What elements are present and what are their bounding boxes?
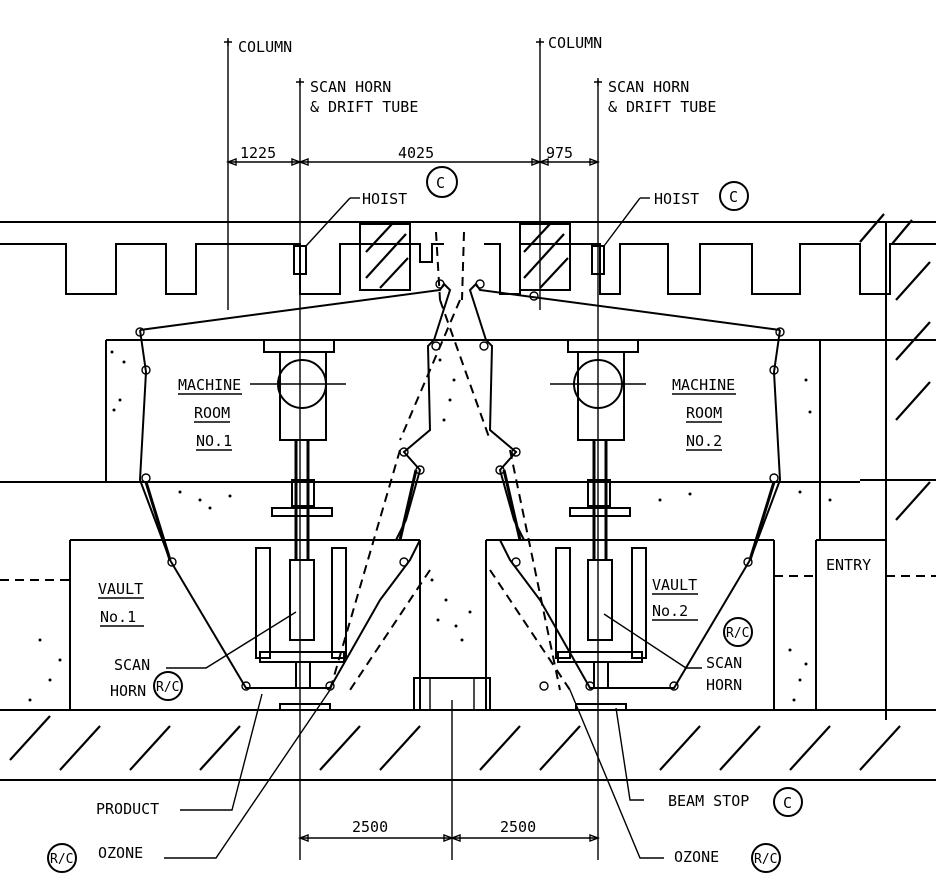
scan-horn-label-left-1: SCAN HORN: [310, 78, 391, 96]
right-hoist: [591, 197, 650, 275]
floor-slab: [0, 709, 936, 781]
column-label-left: COLUMN: [238, 38, 292, 56]
machine-room-1-line-2: ROOM: [194, 404, 230, 422]
vault-1-line-2: No.1: [100, 608, 136, 626]
leader-lines: [164, 611, 702, 859]
dimension-975: 975: [546, 144, 573, 162]
left-shield-enclosure: [135, 279, 452, 691]
vault-2-line-1: VAULT: [652, 576, 697, 594]
machine-room-2-line-1: MACHINE: [672, 376, 735, 394]
dimension-4025: 4025: [398, 144, 434, 162]
scan-horn-right-line-1: SCAN: [706, 654, 742, 672]
right-shield-enclosure: [468, 279, 785, 691]
circled-c-hoist-right: C: [729, 188, 738, 206]
machine-room-level: [0, 339, 860, 540]
beam-stop-label: BEAM STOP: [668, 792, 749, 810]
product-label: PRODUCT: [96, 800, 159, 818]
machine-room-2-line-2: ROOM: [686, 404, 722, 422]
roof-structure: [0, 221, 936, 295]
scan-horn-left-line-2: HORN: [110, 682, 146, 700]
scan-horn-left-line-1: SCAN: [114, 656, 150, 674]
dashed-door-paths: [329, 231, 571, 691]
rc-mark-right-vault: R/C: [726, 626, 749, 641]
scan-horn-right-line-2: HORN: [706, 676, 742, 694]
bottom-dimensions: [298, 833, 600, 843]
vault-1-line-1: VAULT: [98, 580, 143, 598]
machine-room-2-line-3: NO.2: [686, 432, 722, 450]
circled-c-beam-stop: C: [783, 794, 792, 812]
centerlines: [227, 40, 599, 860]
scan-horn-label-right-1: SCAN HORN: [608, 78, 689, 96]
vault-2-line-2: No.2: [652, 602, 688, 620]
ozone-label-right: OZONE: [674, 848, 719, 866]
rc-mark-left-vault: R/C: [156, 680, 179, 695]
machine-room-1-line-3: NO.1: [196, 432, 232, 450]
dimension-1225: 1225: [240, 144, 276, 162]
column-label-right: COLUMN: [548, 34, 602, 52]
circled-marks: [47, 166, 803, 873]
top-dimensions: [226, 157, 600, 167]
concrete-stipple: [28, 350, 832, 702]
circled-c-hoist-left: C: [436, 174, 445, 192]
right-wall: [860, 222, 936, 720]
roof-hatching: [365, 213, 931, 521]
rc-mark-ozone-right: R/C: [754, 852, 777, 867]
dimension-2500-right: 2500: [500, 818, 536, 836]
entry-label: ENTRY: [826, 556, 871, 574]
rc-mark-ozone-left: R/C: [50, 852, 73, 867]
hoist-label-left: HOIST: [362, 190, 407, 208]
hoist-label-right: HOIST: [654, 190, 699, 208]
scan-horn-label-right-2: & DRIFT TUBE: [608, 98, 716, 116]
machine-room-1-line-1: MACHINE: [178, 376, 241, 394]
dimension-2500-left: 2500: [352, 818, 388, 836]
vault-level: [0, 539, 936, 710]
ozone-label-left: OZONE: [98, 844, 143, 862]
right-accelerator: [550, 339, 647, 711]
centerline-symbols: [224, 38, 602, 86]
left-accelerator: [250, 339, 347, 711]
scan-horn-label-left-2: & DRIFT TUBE: [310, 98, 418, 116]
left-hoist: [293, 197, 360, 275]
